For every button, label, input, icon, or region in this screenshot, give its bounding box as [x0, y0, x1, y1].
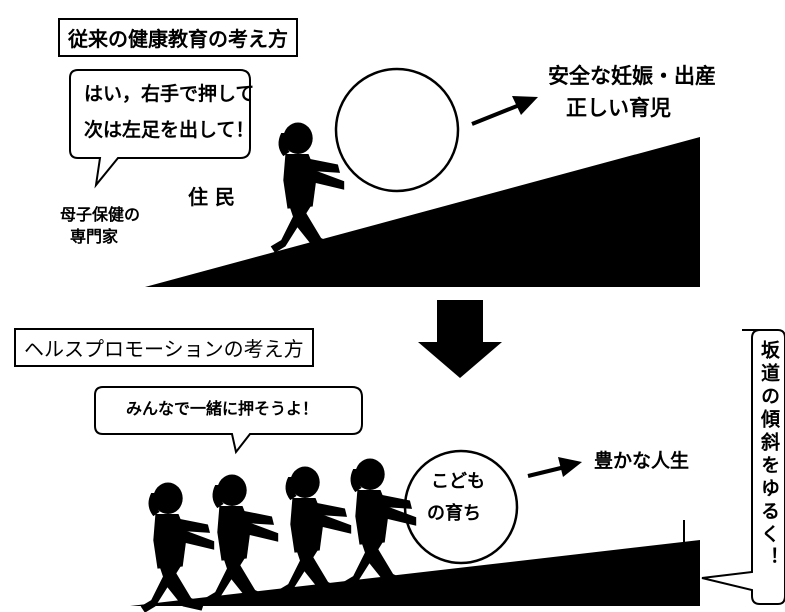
top-slope — [145, 137, 700, 287]
expert-label-line-1: 母子保健の — [60, 205, 141, 224]
bottom-section-title: ヘルスプロモーションの考え方 — [14, 328, 314, 367]
bottom-goal-text: 豊かな人生 — [594, 450, 690, 472]
bottom-goal-arrow-head — [558, 457, 582, 477]
resident-label: 住 民 — [188, 185, 235, 209]
transition-arrow-head — [418, 342, 502, 378]
top-goal-arrow-head — [512, 96, 538, 115]
lower-slope-arrow-head — [678, 586, 690, 606]
top-ball — [334, 67, 460, 193]
bottom-speech-text: みんなで一緒に押そうよ！ — [126, 399, 319, 418]
top-speech-line-2: 次は左足を出して！ — [84, 119, 255, 141]
bottom-ball-line-1: こども — [431, 471, 485, 492]
top-speech-line-1: はい，右手で押して — [84, 83, 255, 105]
group-figure-1 — [140, 482, 215, 612]
top-speech-bubble — [69, 69, 251, 189]
top-section-title: 従来の健康教育の考え方 — [58, 18, 298, 57]
top-goal-line-2: 正しい育児 — [566, 96, 671, 120]
bottom-slope — [130, 540, 700, 606]
bottom-goal-arrow-line — [527, 465, 566, 478]
transition-arrow-shaft — [437, 300, 483, 344]
side-note-text: 坂道の傾斜をゆるく！ — [758, 340, 780, 570]
resident-figure — [270, 122, 345, 253]
bottom-speech-bubble — [94, 386, 363, 455]
top-goal-line-1: 安全な妊娠・出産 — [548, 64, 716, 88]
expert-label-line-2: 専門家 — [70, 227, 119, 246]
bottom-ball-line-2: の育ち — [427, 503, 481, 524]
top-goal-arrow-line — [471, 102, 523, 126]
group-figure-2 — [204, 474, 279, 605]
group-figure-4 — [342, 458, 417, 589]
group-figure-3 — [277, 466, 352, 597]
